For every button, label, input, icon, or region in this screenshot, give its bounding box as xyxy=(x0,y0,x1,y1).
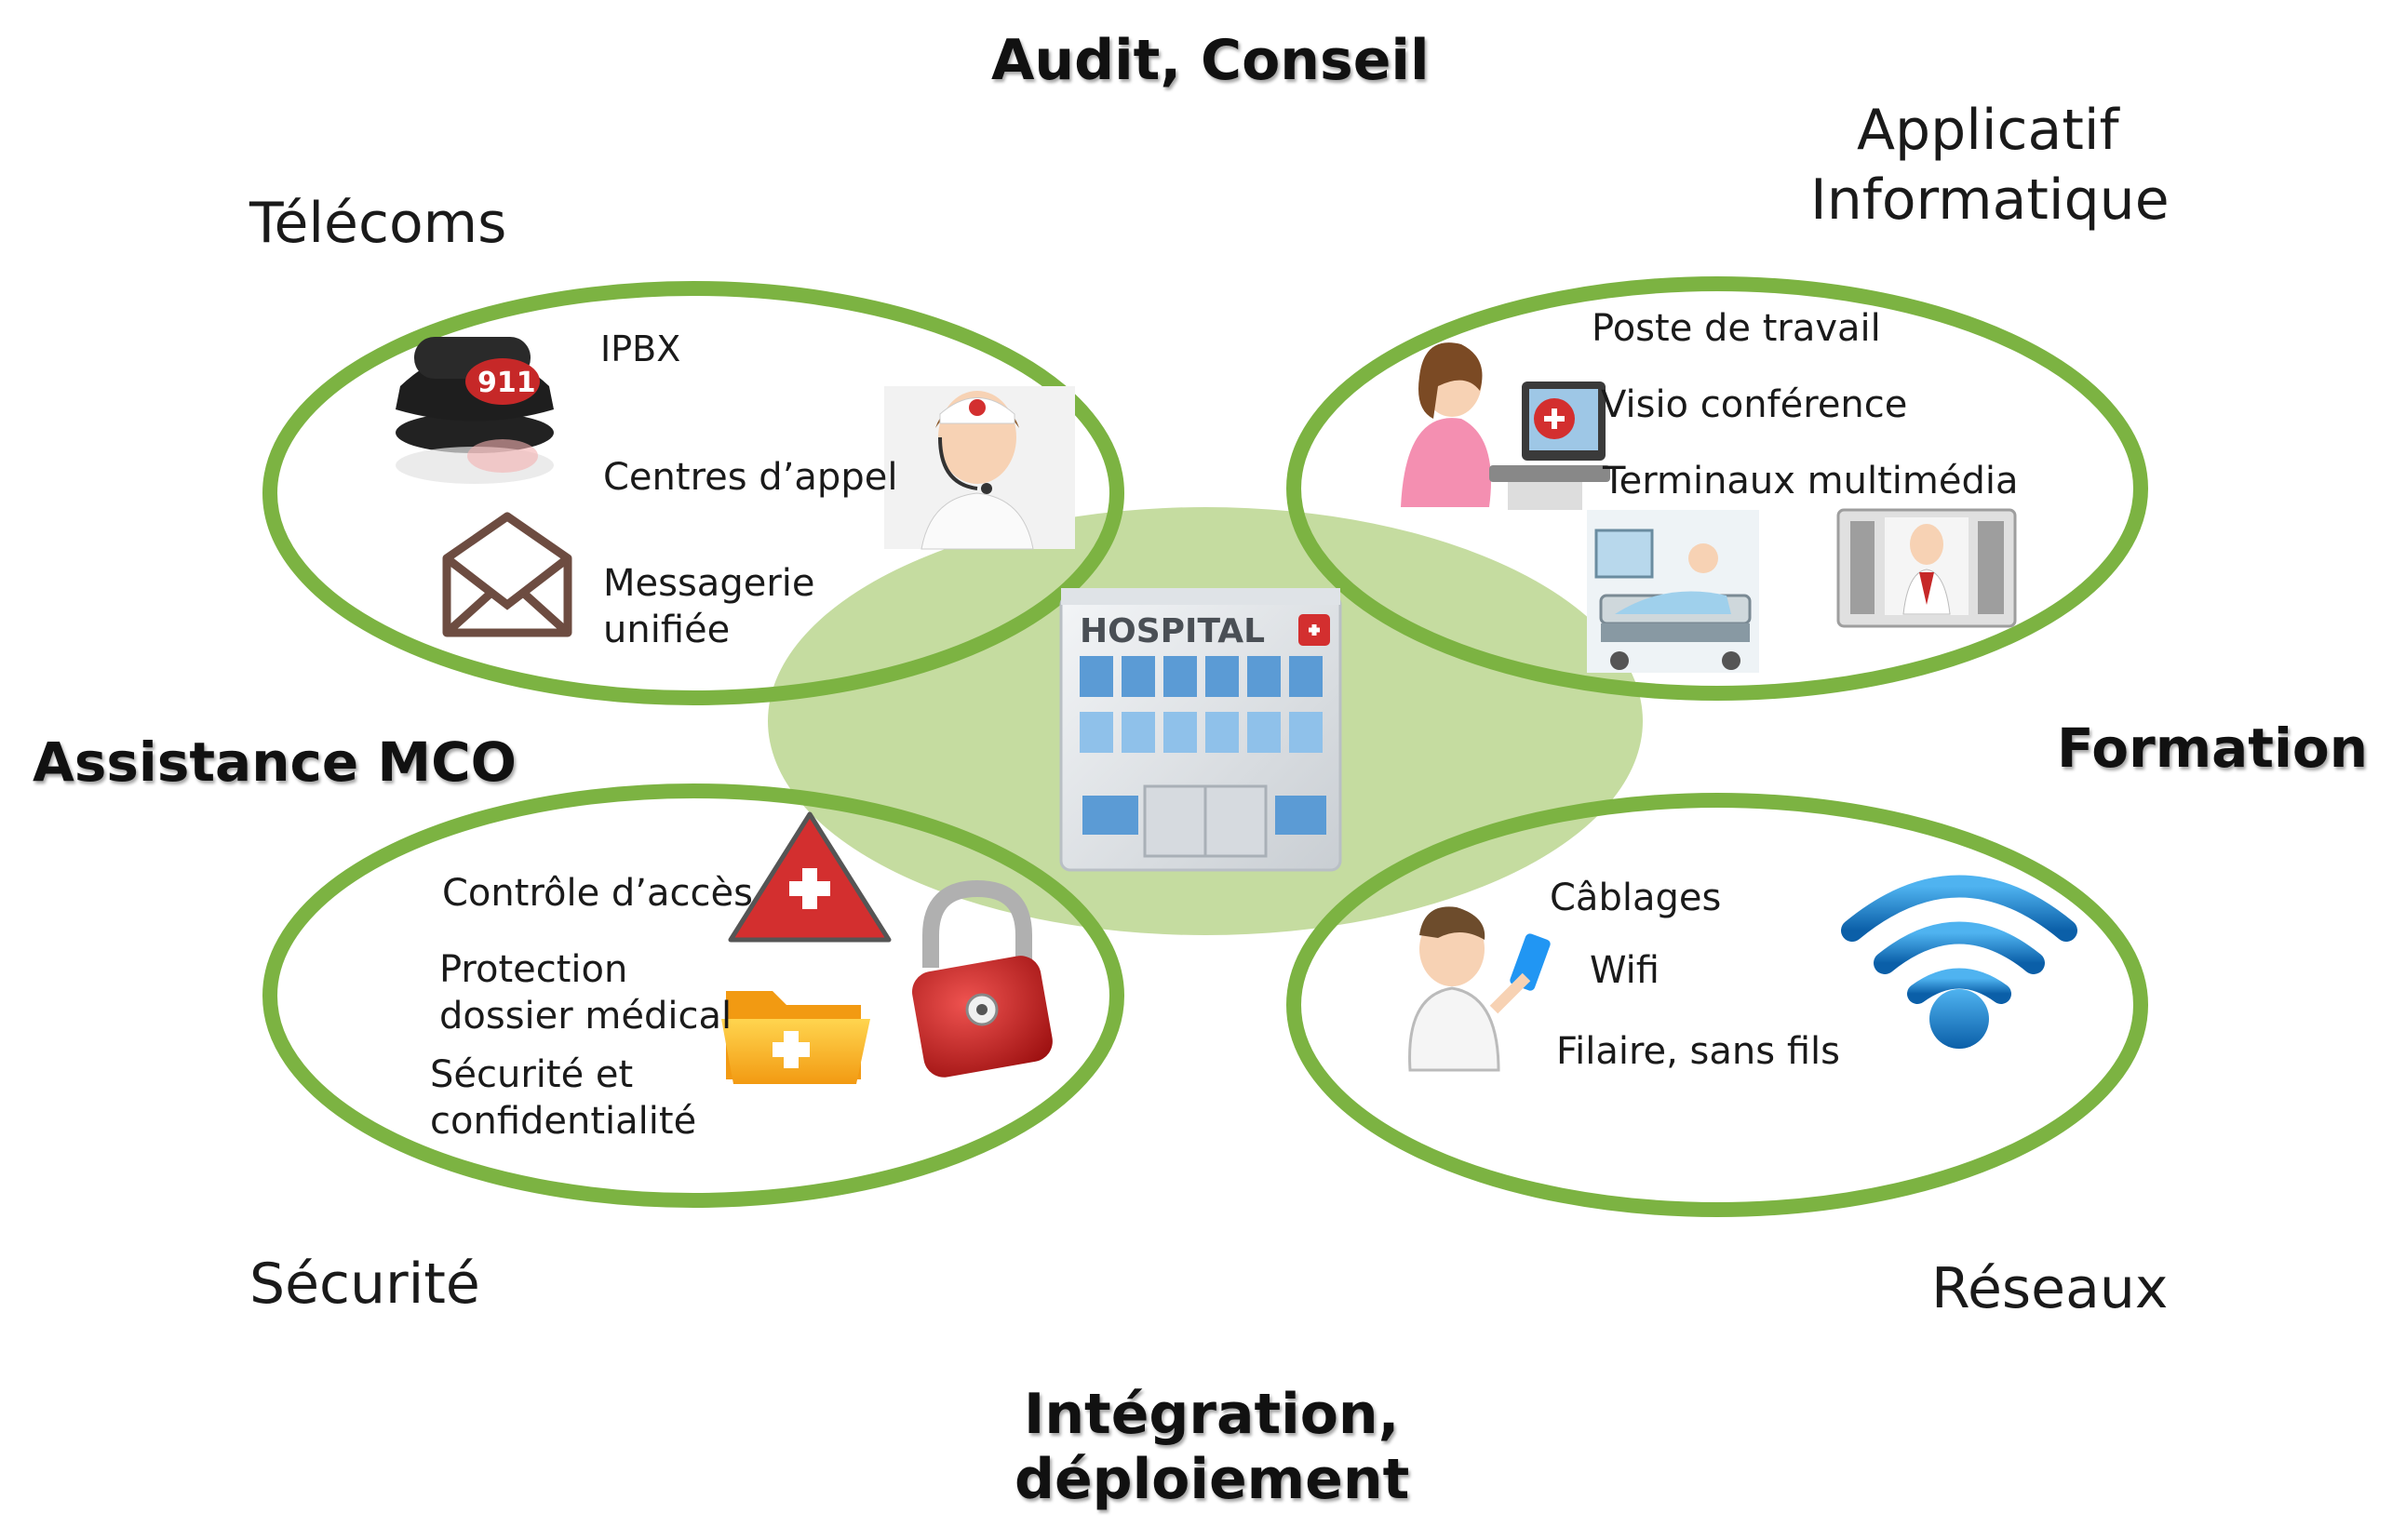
hospital-window xyxy=(1163,656,1197,697)
hospital-window xyxy=(1247,656,1281,697)
warning-cross-icon xyxy=(728,811,892,943)
applicatif-item-poste: Poste de travail xyxy=(1592,307,1881,350)
hospital-windows xyxy=(1080,656,1323,753)
hospital-window xyxy=(1122,712,1155,753)
ring-applicatif xyxy=(1286,276,2148,701)
securite-item-confidentialite: confidentialité xyxy=(430,1100,697,1143)
service-assistance-mco: Assistance MCO xyxy=(33,730,517,794)
doctor-tablet-icon xyxy=(1408,906,1551,1072)
applicatif-item-terminaux: Terminaux multimédia xyxy=(1603,460,2019,502)
title-telecoms: Télécoms xyxy=(249,191,507,256)
reseaux-item-cablages: Câblages xyxy=(1550,877,1722,919)
telecoms-item-unifiee: unifiée xyxy=(603,609,731,651)
workstation-nurse-icon xyxy=(1401,342,1610,510)
reseaux-item-wifi: Wifi xyxy=(1590,949,1660,992)
ring-reseaux xyxy=(1286,793,2148,1217)
securite-item-securite: Sécurité et xyxy=(430,1053,634,1096)
securite-item-dossier: dossier médical xyxy=(439,995,732,1038)
telecoms-item-ipbx: IPBX xyxy=(600,328,681,369)
wifi-icon xyxy=(1841,875,2077,1049)
service-integration-line2: déploiement xyxy=(1015,1447,1410,1512)
hospital-window xyxy=(1080,656,1113,697)
padlock-icon xyxy=(911,879,1053,1078)
securite-item-protection: Protection xyxy=(439,948,628,991)
applicatif-item-visio: Visio conférence xyxy=(1601,383,1908,426)
hospital-window xyxy=(1205,656,1239,697)
hospital-window xyxy=(1163,712,1197,753)
title-securite: Sécurité xyxy=(249,1252,480,1317)
hospital-bed-icon xyxy=(1587,510,1759,673)
phone-911-icon: 911 xyxy=(396,337,554,484)
hospital-window xyxy=(1289,712,1323,753)
title-applicatif-line2: Informatique xyxy=(1810,167,2170,233)
hospital-window xyxy=(1247,712,1281,753)
securite-item-controle: Contrôle d’accès xyxy=(442,872,753,915)
medical-folder-icon xyxy=(721,991,870,1084)
hospital-window xyxy=(1205,712,1239,753)
service-formation: Formation xyxy=(2057,716,2369,780)
title-applicatif-line1: Applicatif xyxy=(1857,98,2119,163)
svg-text:911: 911 xyxy=(477,367,536,399)
hospital-window xyxy=(1122,656,1155,697)
hospital-building-icon: HOSPITAL xyxy=(1059,588,1342,872)
hospital-sign: HOSPITAL xyxy=(1080,612,1265,650)
service-audit-conseil: Audit, Conseil xyxy=(991,28,1430,93)
telecoms-item-centres-appel: Centres d’appel xyxy=(603,456,898,499)
reseaux-item-filaire: Filaire, sans fils xyxy=(1556,1030,1840,1073)
ring-securite xyxy=(262,783,1124,1208)
ring-telecoms xyxy=(262,281,1124,705)
video-intercom-doctor-icon xyxy=(1836,508,2017,628)
hospital-window xyxy=(1289,656,1323,697)
service-integration-line1: Intégration, xyxy=(1024,1382,1400,1447)
call-center-operator-icon xyxy=(884,386,1075,550)
envelope-icon xyxy=(442,512,572,637)
title-reseaux: Réseaux xyxy=(1931,1256,2169,1321)
hospital-window xyxy=(1080,712,1113,753)
telecoms-item-messagerie: Messagerie xyxy=(603,562,815,605)
